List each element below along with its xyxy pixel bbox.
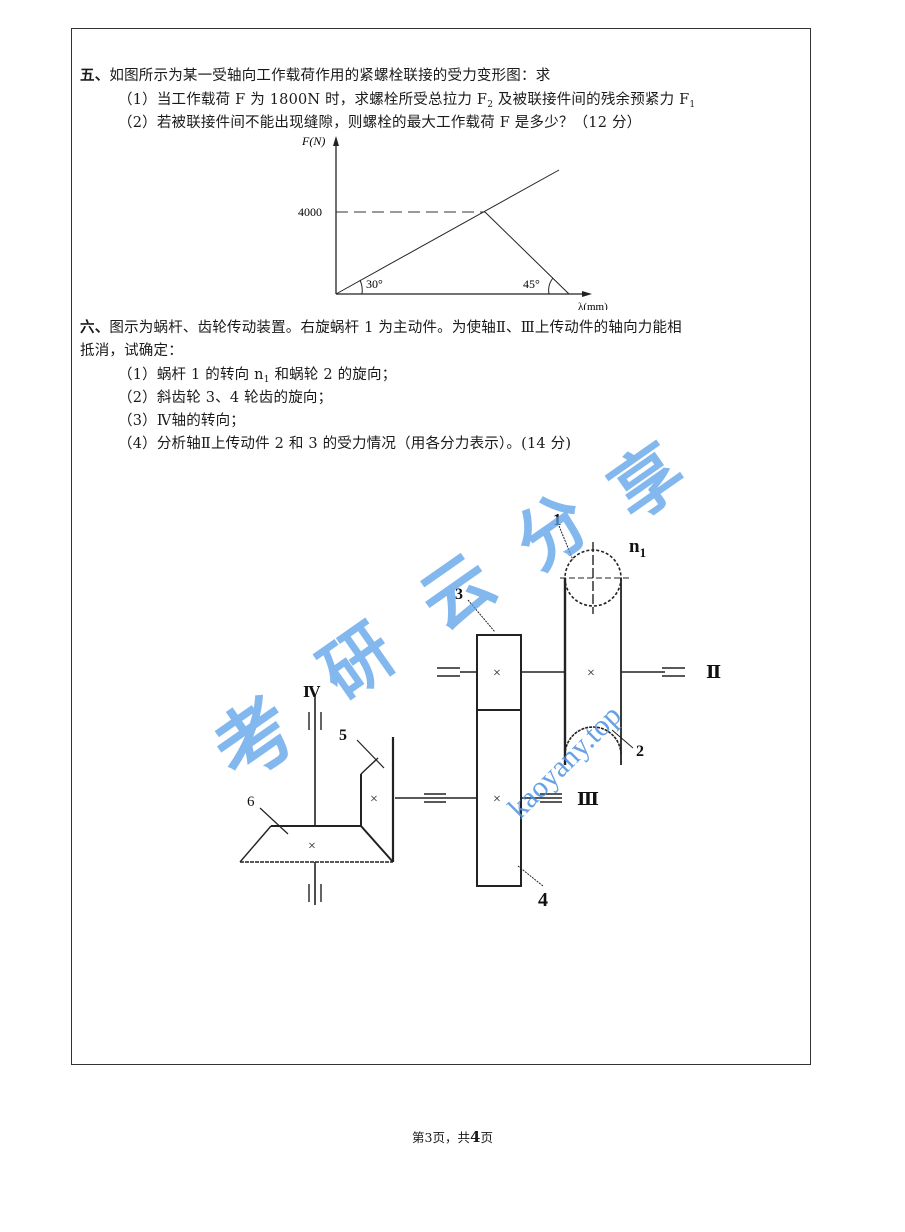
q5-part1-sub-b: 1 — [689, 100, 696, 110]
force-deformation-chart: 30° 45° 4000 F(N) λ(mm) — [298, 134, 608, 310]
angle-30-arc — [359, 279, 363, 295]
page-border — [71, 28, 811, 1065]
question-5-number: 五、 — [80, 67, 110, 84]
label-gear-4: 4 — [538, 889, 548, 911]
question-5-part-1: （1）当工作载荷 F 为 1800N 时，求螺栓所受总拉力 F2 及被联接件间的… — [118, 88, 695, 110]
bevel-5-center-mark: × — [370, 792, 378, 807]
gear-3-center-mark: × — [493, 666, 501, 681]
q6-part1-text-b: 和蜗轮 2 的旋向； — [269, 367, 397, 383]
footer-total-pages: 4 — [470, 1128, 481, 1146]
bevel-6-center-mark: × — [308, 839, 316, 854]
label-gear-3: 3 — [455, 586, 463, 603]
q6-part1-text-a: （1）蜗杆 1 的转向 n — [118, 367, 264, 383]
angle-45-label: 45° — [523, 277, 540, 291]
label-worm-wheel-2: 2 — [636, 743, 644, 760]
footer-prefix: 第3页，共 — [412, 1130, 470, 1145]
worm-wheel-2-center-mark: × — [587, 666, 595, 681]
question-6-part-4: （4）分析轴Ⅱ上传动件 2 和 3 的受力情况（用各分力表示）。(14 分) — [118, 436, 572, 452]
question-6-part-3: （3）Ⅳ轴的转向； — [118, 413, 246, 429]
bolt-stiffness-line — [335, 169, 560, 295]
label-shaft-2: Ⅱ — [706, 662, 721, 682]
leader-6 — [259, 807, 289, 835]
question-6-part-1: （1）蜗杆 1 的转向 n1 和蜗轮 2 的旋向； — [118, 363, 396, 385]
angle-30-label: 30° — [366, 277, 383, 291]
footer-suffix: 页 — [480, 1130, 493, 1145]
question-6-text: 图示为蜗杆、齿轮传动装置。右旋蜗杆 1 为主动件。为使轴Ⅱ、Ⅲ上传动件的轴向力能… — [109, 320, 682, 336]
question-6-number: 六、 — [80, 319, 110, 336]
bevel-5-upper-profile — [360, 757, 379, 775]
y-axis-arrow-icon — [333, 136, 339, 146]
label-worm-1: 1 — [553, 510, 562, 529]
bevel-5-lower-profile — [360, 774, 394, 863]
q6-part1-sub: 1 — [263, 375, 270, 385]
worm-wheel-2-bottom-arc — [564, 726, 622, 756]
member-stiffness-line — [484, 211, 570, 295]
question-5-part-2: （2）若被联接件间不能出现缝隙，则螺栓的最大工作载荷 F 是多少？（12 分） — [118, 115, 642, 131]
label-bevel-5: 5 — [339, 727, 347, 744]
leader-4 — [517, 865, 544, 887]
q5-part1-sub-a: 2 — [487, 100, 494, 110]
q5-part1-text-b: 及被联接件间的残余预紧力 F — [493, 92, 690, 108]
label-shaft-3: Ⅲ — [577, 789, 599, 809]
angle-45-arc — [548, 277, 554, 295]
leader-1 — [558, 525, 574, 561]
x-axis-arrow-icon — [582, 291, 592, 297]
question-6-heading-cont: 抵消，试确定： — [80, 343, 183, 359]
question-6-heading: 六、图示为蜗杆、齿轮传动装置。右旋蜗杆 1 为主动件。为使轴Ⅱ、Ⅲ上传动件的轴向… — [80, 316, 682, 337]
x-axis-label: λ(mm) — [578, 301, 608, 310]
page-footer: 第3页，共4页 — [0, 1127, 905, 1146]
leader-2 — [611, 729, 634, 749]
label-n1: n1 — [629, 536, 646, 560]
leader-3 — [467, 599, 496, 633]
question-5-text: 如图所示为某一受轴向工作载荷作用的紧螺栓联接的受力变形图：求 — [109, 68, 551, 84]
bevel-6-left-profile — [239, 825, 272, 863]
y-tick-4000: 4000 — [298, 205, 322, 219]
leader-5 — [356, 739, 385, 769]
label-shaft-4: Ⅳ — [303, 685, 321, 701]
q5-part1-text-a: （1）当工作载荷 F 为 1800N 时，求螺栓所受总拉力 F — [118, 92, 488, 108]
label-bevel-6: 6 — [247, 794, 255, 810]
y-axis-label: F(N) — [301, 134, 325, 148]
question-5-heading: 五、如图所示为某一受轴向工作载荷作用的紧螺栓联接的受力变形图：求 — [80, 64, 550, 85]
question-6-part-2: （2）斜齿轮 3、4 轮齿的旋向； — [118, 390, 333, 406]
gear-4-center-mark: × — [493, 792, 501, 807]
